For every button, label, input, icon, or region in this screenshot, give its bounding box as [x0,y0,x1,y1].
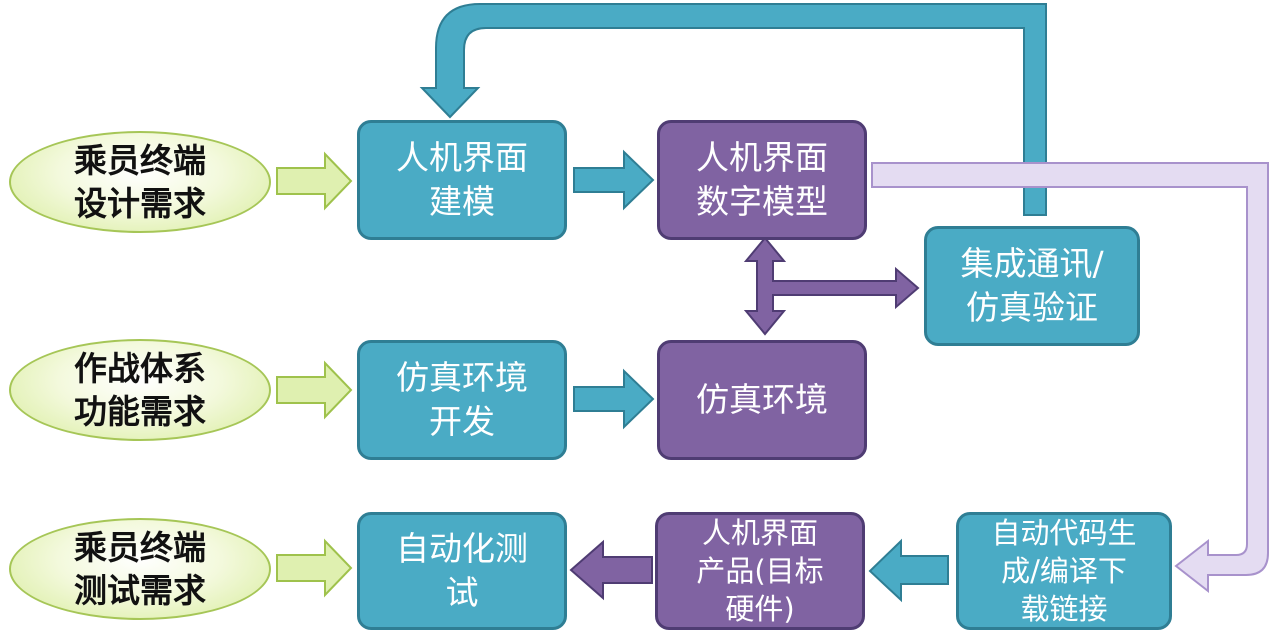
artifact-label: 人机界面 产品(目标 硬件) [696,516,824,626]
green-arrow-3 [276,538,353,598]
artifact-box-sim-env: 仿真环境 [657,340,867,460]
requirement-label: 作战体系 功能需求 [74,349,206,431]
artifact-box-hmi-product: 人机界面 产品(目标 硬件) [655,512,865,630]
teal-arrow-dev-to-env [573,368,655,430]
artifact-label: 人机界面 数字模型 [696,138,828,221]
teal-arrow-codegen-to-product [868,538,949,603]
process-box-hmi-modeling: 人机界面 建模 [357,120,567,240]
green-arrow-1 [276,151,353,211]
requirement-ellipse: 作战体系 功能需求 [9,339,271,441]
process-label: 自动代码生 成/编译下 载链接 [991,516,1137,626]
feedback-loop-arrow [419,3,1047,216]
lavender-arrow-to-codegen [871,162,1269,594]
process-label: 人机界面 建模 [396,138,528,221]
process-box-codegen: 自动代码生 成/编译下 载链接 [956,512,1172,630]
requirement-ellipse: 乘员终端 测试需求 [9,518,271,620]
artifact-box-digital-model: 人机界面 数字模型 [657,120,867,240]
requirement-label: 乘员终端 设计需求 [74,141,206,223]
teal-arrow-modeling-to-model [573,149,655,211]
process-label: 自动化测 试 [396,529,528,612]
process-label: 集成通讯/ 仿真验证 [960,244,1104,327]
process-box-sim-dev: 仿真环境 开发 [357,340,567,460]
process-label: 仿真环境 开发 [396,358,528,441]
process-box-integration: 集成通讯/ 仿真验证 [924,226,1140,346]
requirement-label: 乘员终端 测试需求 [74,528,206,610]
process-box-auto-test: 自动化测 试 [357,512,567,630]
purple-double-arrow [743,236,920,336]
requirement-ellipse: 乘员终端 设计需求 [9,131,271,233]
purple-arrow-product-to-test [569,539,653,601]
green-arrow-2 [276,360,353,420]
artifact-label: 仿真环境 [696,380,828,419]
